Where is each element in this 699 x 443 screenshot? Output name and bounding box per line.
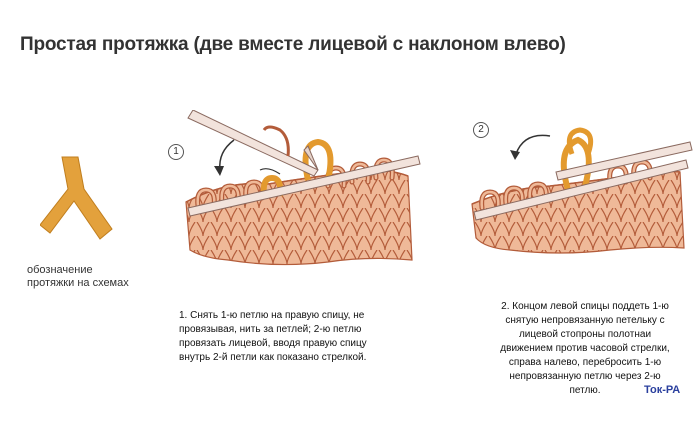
working-loop [302, 138, 334, 181]
credit-label: Ток-РА [644, 384, 681, 396]
step-1-number-badge: 1 [168, 144, 184, 160]
step-2-caption-line: 2. Концом левой спицы поддеть 1-ю [501, 301, 669, 312]
step-2-caption-line: лицевой стопроны полотнаи [518, 329, 652, 340]
step-1-caption-line: провязывая, нить за петлей; 2-ю петлю [179, 324, 362, 335]
step-2-number-badge: 2 [473, 122, 489, 138]
knitted-loop [566, 127, 594, 155]
step-2-illustration [460, 110, 695, 275]
symbol-caption-line: протяжки на схемах [27, 277, 129, 289]
symbol-graphic [39, 155, 130, 250]
right-needle-tip [303, 145, 319, 171]
decrease-symbol-icon [39, 156, 113, 240]
step-2-caption-line: справа налево, перебросить 1-ю [508, 357, 662, 368]
direction-arrow-icon [219, 139, 235, 171]
right-needle [187, 109, 319, 177]
symbol-caption: обозначение протяжки на схемах [27, 264, 129, 290]
symbol-caption-line: обозначение [27, 264, 93, 276]
step-2-caption-line: петлю. [569, 385, 601, 396]
step-2-caption: 2. Концом левой спицы поддеть 1-ю снятую… [480, 300, 690, 398]
page-title: Простая протяжка (две вместе лицевой с н… [20, 34, 566, 55]
step-1-caption-line: 1. Снять 1-ю петлю на правую спицу, не [179, 310, 365, 321]
left-needle [187, 155, 421, 217]
step-2-caption-line: непровязанную петлю через 2-ю [509, 371, 661, 382]
right-needle [555, 141, 693, 181]
step-1-caption-line: внутрь 2-й петли как показано стрелкой. [179, 352, 367, 363]
step-2-caption-line: снятую непровязанную петельку с [505, 315, 665, 326]
step-1-caption: 1. Снять 1-ю петлю на правую спицу, не п… [179, 309, 367, 365]
direction-arrow-icon [515, 134, 551, 155]
step-2-caption-line: движением против часовой стрелки, [500, 343, 670, 354]
step-1-illustration [168, 109, 428, 285]
left-needle [473, 159, 689, 221]
step-1-caption-line: провязать лицевой, вводя правую спицу [179, 338, 367, 349]
working-yarn [262, 125, 290, 157]
